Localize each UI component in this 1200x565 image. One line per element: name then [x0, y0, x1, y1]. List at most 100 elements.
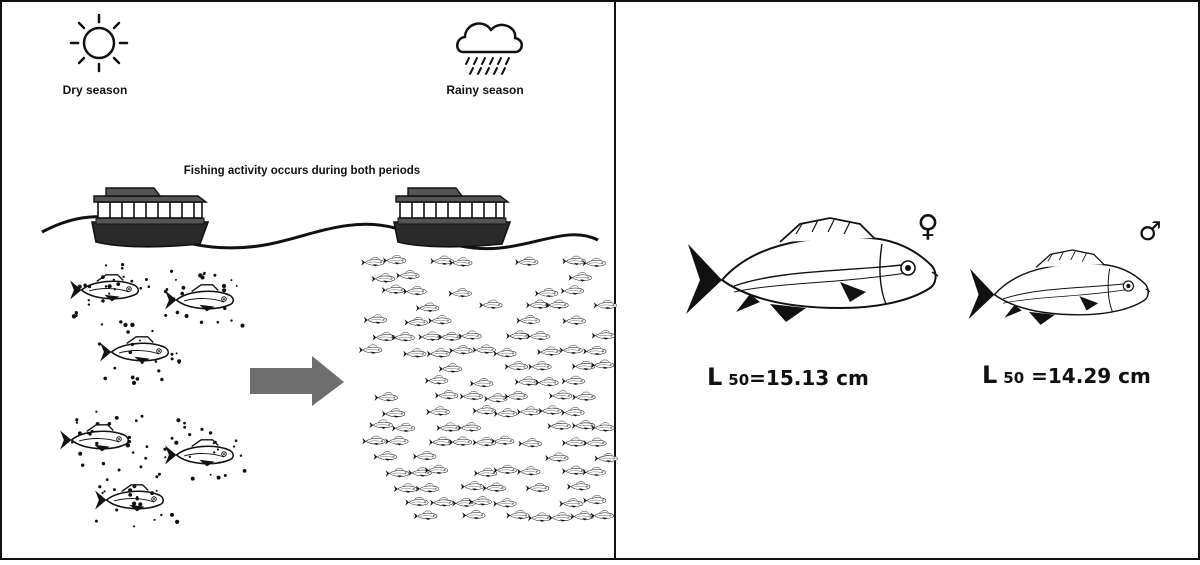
egg-dot — [135, 377, 140, 381]
adult-fish-icon — [99, 336, 170, 365]
egg-dot — [87, 299, 91, 302]
egg-dot — [101, 275, 105, 279]
egg-dot — [157, 472, 161, 476]
sun-icon — [69, 13, 129, 73]
juvenile-fish-icon — [448, 436, 473, 447]
egg-dot — [235, 284, 238, 287]
egg-dot — [119, 320, 123, 324]
juvenile-fish-icon — [561, 437, 586, 448]
juvenile-fish-icon — [537, 346, 561, 357]
egg-dot — [95, 410, 98, 413]
egg-dot — [175, 310, 180, 315]
egg-dot — [151, 329, 154, 333]
female-fish-icon — [685, 217, 939, 323]
juvenile-fish-icon — [472, 405, 496, 415]
egg-dot — [95, 441, 99, 446]
juvenile-fish-icon — [591, 330, 615, 340]
egg-dot — [153, 518, 156, 521]
egg-dot — [155, 475, 159, 479]
egg-dot — [75, 418, 79, 422]
juvenile-fish-icon — [544, 452, 569, 463]
egg-dot — [101, 461, 106, 466]
juvenile-fish-icon — [548, 390, 573, 401]
juvenile-fish-icon — [590, 510, 614, 520]
juvenile-fish-icon — [385, 468, 409, 478]
juvenile-fish-icon — [493, 498, 517, 508]
egg-dot — [175, 352, 178, 355]
egg-dot — [145, 445, 149, 448]
egg-dot — [216, 475, 221, 480]
egg-dot — [242, 469, 247, 473]
juvenile-fish-icon — [458, 330, 482, 341]
juvenile-fish-icon — [404, 317, 428, 327]
juvenile-fish-icon — [535, 377, 559, 387]
juvenile-fish-icon — [591, 422, 615, 432]
egg-dot — [105, 478, 109, 481]
juvenile-fish-icon — [381, 284, 406, 295]
egg-dot — [116, 282, 121, 286]
egg-dot — [230, 319, 233, 322]
juvenile-fish-icon — [527, 512, 552, 523]
egg-dot — [128, 488, 133, 493]
egg-dot — [174, 440, 179, 445]
juvenile-fish-icon — [448, 345, 473, 355]
juvenile-fish-icon — [561, 465, 586, 476]
egg-dot — [103, 490, 106, 493]
egg-dot — [240, 323, 245, 328]
egg-dot — [87, 303, 91, 306]
male-l50-l: L — [982, 361, 997, 389]
female-l50-value: =15.13 cm — [749, 366, 869, 390]
juvenile-fish-icon — [566, 481, 591, 491]
juvenile-fish-icon — [436, 422, 460, 433]
egg-dot — [135, 497, 139, 501]
rain-cloud-icon — [456, 22, 523, 75]
juvenile-fish-icon — [493, 348, 517, 358]
juvenile-fish-icon — [426, 348, 451, 358]
juvenile-fish-icon — [483, 393, 508, 403]
egg-dot — [127, 435, 131, 440]
egg-dot — [81, 463, 85, 467]
egg-dot — [71, 440, 74, 444]
egg-dot — [83, 283, 87, 287]
egg-dot — [139, 286, 142, 290]
egg-dot — [188, 455, 191, 458]
juvenile-fish-icon — [358, 344, 383, 355]
egg-dot — [126, 330, 130, 334]
egg-dot — [138, 339, 141, 342]
egg-dot — [176, 418, 181, 423]
juvenile-fish-icon — [384, 436, 409, 446]
egg-dot — [144, 456, 148, 460]
egg-dot — [135, 419, 138, 423]
egg-dot — [100, 323, 104, 326]
egg-dot — [216, 320, 220, 324]
juvenile-fish-icon — [391, 422, 416, 433]
female-l50-l: L — [707, 363, 722, 391]
egg-dot — [104, 285, 108, 288]
juvenile-fish-icon — [418, 331, 442, 342]
egg-dot — [113, 288, 117, 291]
egg-dot — [113, 366, 117, 370]
egg-dot — [208, 431, 213, 435]
egg-dot — [230, 279, 233, 282]
egg-dot — [170, 512, 174, 517]
juvenile-fish-icon — [371, 273, 395, 283]
juvenile-fish-icon — [514, 376, 539, 387]
egg-dot — [95, 422, 100, 426]
egg-dot — [107, 422, 112, 426]
juvenile-fish-icon — [382, 255, 407, 265]
egg-dot — [77, 431, 82, 436]
juvenile-fish-icon — [582, 495, 607, 505]
egg-dot — [103, 376, 107, 381]
egg-dot — [130, 342, 134, 347]
egg-dot — [178, 361, 181, 364]
egg-dot — [108, 292, 111, 295]
juvenile-fish-icon — [518, 438, 542, 448]
juvenile-fish-icon — [583, 437, 607, 448]
egg-dot — [140, 360, 144, 364]
egg-dot — [90, 429, 94, 433]
fishing-note: Fishing activity occurs during both peri… — [184, 165, 420, 177]
egg-dot — [139, 465, 143, 469]
juvenile-fish-icon — [428, 436, 453, 447]
